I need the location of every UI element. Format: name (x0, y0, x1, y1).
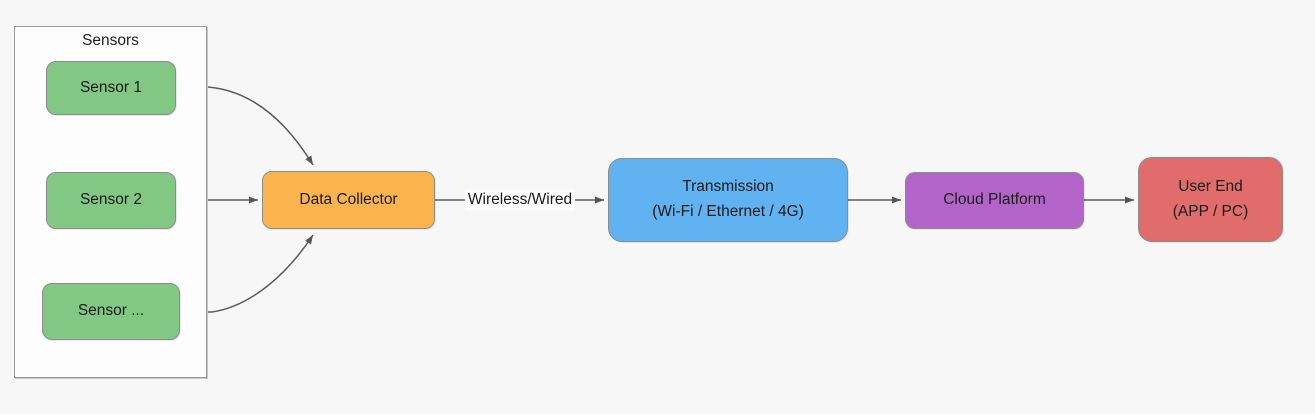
node-user-end: User End (APP / PC) (1138, 157, 1283, 242)
node-sensor-1: Sensor 1 (46, 61, 176, 115)
node-sensor-etc-label: Sensor ... (77, 302, 145, 320)
sensors-group-label: Sensors (82, 32, 139, 49)
edge-label-wireless-wired: Wireless/Wired (464, 190, 576, 210)
node-transmission-line1: Transmission (682, 178, 774, 196)
node-transmission-line2: (Wi-Fi / Ethernet / 4G) (652, 203, 804, 220)
node-sensor-2: Sensor 2 (46, 172, 176, 229)
node-data-collector: Data Collector (262, 171, 435, 229)
node-data-collector-label: Data Collector (299, 190, 398, 208)
node-sensor-1-label: Sensor 1 (79, 78, 143, 96)
node-cloud-platform-label: Cloud Platform (943, 191, 1046, 209)
node-user-end-line2: (APP / PC) (1172, 202, 1249, 220)
node-cloud-platform: Cloud Platform (905, 172, 1084, 229)
node-sensor-2-label: Sensor 2 (79, 191, 143, 209)
node-transmission: Transmission (Wi-Fi / Ethernet / 4G) (608, 158, 848, 242)
node-sensor-etc: Sensor ... (42, 283, 180, 340)
node-user-end-line1: User End (1178, 177, 1243, 195)
